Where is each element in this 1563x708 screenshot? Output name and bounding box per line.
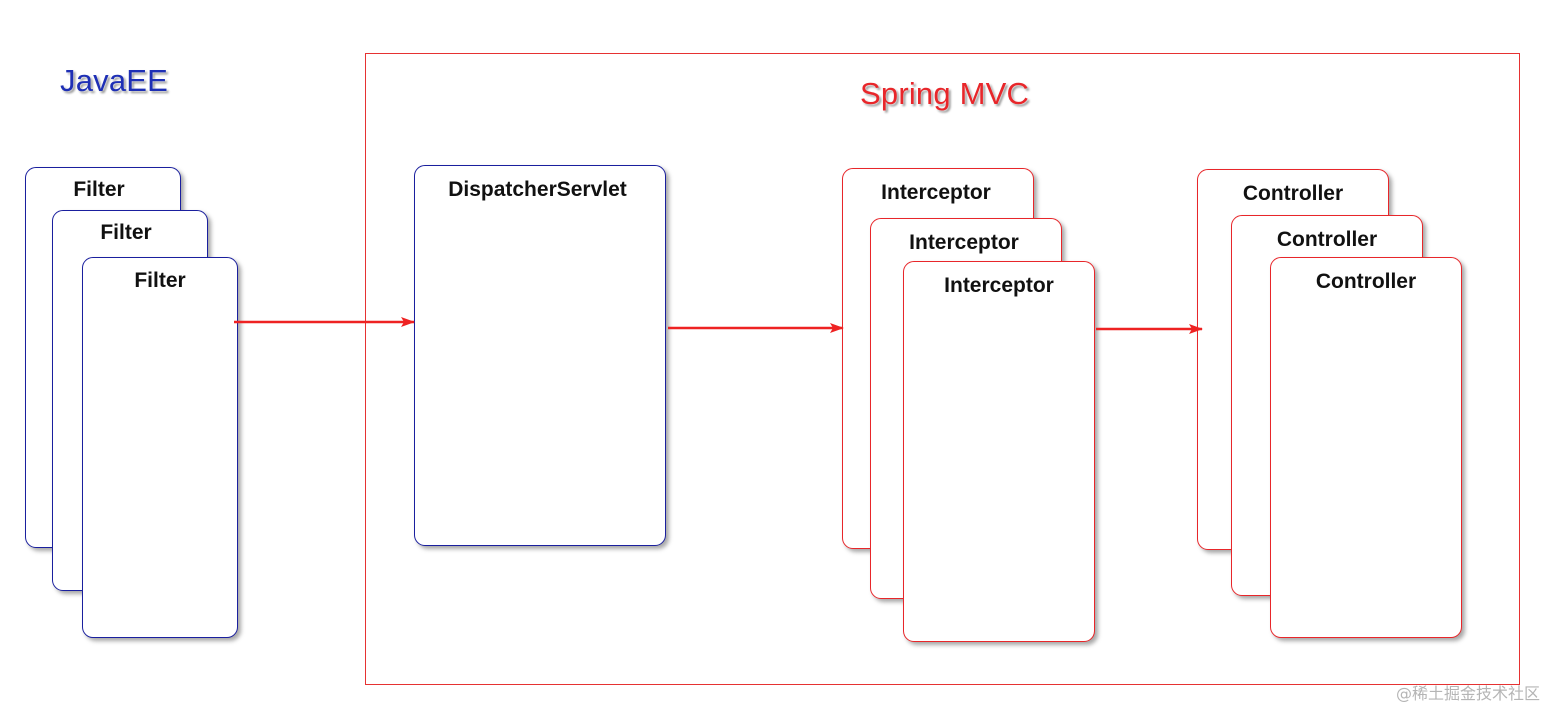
javaee-title: JavaEE <box>60 63 169 98</box>
controller-card-3: Controller <box>1270 257 1462 638</box>
dispatcher-servlet-card: DispatcherServlet <box>414 165 666 546</box>
interceptor-label: Interceptor <box>944 274 1054 297</box>
filter-label: Filter <box>100 221 152 244</box>
controller-label: Controller <box>1242 182 1344 205</box>
watermark-text: @稀土掘金技术社区 <box>1396 684 1541 703</box>
spring-mvc-title: Spring MVC <box>860 76 1030 111</box>
dispatcher-servlet-label: DispatcherServlet <box>448 178 627 201</box>
spring-mvc-frame <box>365 53 1520 685</box>
controller-label: Controller <box>1276 228 1378 251</box>
filter-label: Filter <box>134 269 186 292</box>
interceptor-card-3: Interceptor <box>903 261 1095 642</box>
interceptor-label: Interceptor <box>881 181 991 204</box>
controller-label: Controller <box>1315 270 1417 293</box>
interceptor-label: Interceptor <box>909 231 1019 254</box>
filter-card-3: Filter <box>82 257 238 638</box>
filter-label: Filter <box>73 178 125 201</box>
